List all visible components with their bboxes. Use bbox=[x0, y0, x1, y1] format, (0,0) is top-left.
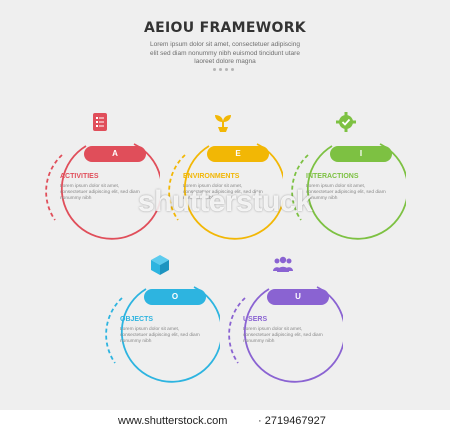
card-body-text: Lorem ipsum dolor sit amet, consectetuer… bbox=[306, 184, 386, 202]
card-objects: O OBJECTS Lorem ipsum dolor sit amet, co… bbox=[100, 253, 220, 403]
footer-image-id: · 2719467927 bbox=[258, 415, 326, 427]
card-body-text: Lorem ipsum dolor sit amet, consectetuer… bbox=[60, 184, 140, 202]
ring-outline bbox=[105, 286, 220, 383]
ring-outline bbox=[291, 143, 406, 240]
pagination-dots bbox=[213, 68, 239, 72]
watermark: shutterstuck bbox=[137, 185, 313, 218]
card-environments: E ENVIRONMENTS Lorem ipsum dolor sit ame… bbox=[163, 110, 283, 260]
letter-pill-a: A bbox=[84, 146, 146, 162]
card-heading: INTERACTIONS bbox=[306, 173, 359, 180]
ring-outline bbox=[45, 143, 160, 240]
footer-site: www.shutterstock.com bbox=[118, 415, 228, 427]
card-body-text: Lorem ipsum dolor sit amet, consectetuer… bbox=[120, 327, 200, 345]
card-users: U USERS Lorem ipsum dolor sit amet, cons… bbox=[223, 253, 343, 403]
card-heading: ENVIRONMENTS bbox=[183, 173, 240, 180]
footer-bar: www.shutterstock.com · 2719467927 bbox=[0, 410, 450, 432]
checklist-icon bbox=[93, 113, 107, 131]
letter-pill-e: E bbox=[207, 146, 269, 162]
card-heading: OBJECTS bbox=[120, 316, 154, 323]
letter-pill-i: I bbox=[330, 146, 392, 162]
users-group-icon bbox=[273, 256, 293, 272]
card-heading: USERS bbox=[243, 316, 268, 323]
card-body-text: Lorem ipsum dolor sit amet, consectetuer… bbox=[243, 327, 323, 345]
letter-pill-o: O bbox=[144, 289, 206, 305]
page-subtitle: Lorem ipsum dolor sit amet, consectetuer… bbox=[150, 41, 300, 65]
cube-icon bbox=[151, 255, 169, 275]
page-title: AEIOU FRAMEWORK bbox=[144, 20, 306, 36]
ring-outline bbox=[228, 286, 343, 383]
letter-pill-u: U bbox=[267, 289, 329, 305]
ring-outline bbox=[168, 143, 283, 240]
card-activities: A ACTIVITIES Lorem ipsum dolor sit amet,… bbox=[40, 110, 160, 260]
card-body-text: Lorem ipsum dolor sit amet, consectetuer… bbox=[183, 184, 263, 202]
infographic-canvas: AEIOU FRAMEWORK Lorem ipsum dolor sit am… bbox=[0, 0, 450, 410]
plant-icon bbox=[215, 115, 231, 132]
card-heading: ACTIVITIES bbox=[60, 173, 99, 180]
gear-check-icon bbox=[336, 112, 356, 132]
card-interactions: I INTERACTIONS Lorem ipsum dolor sit ame… bbox=[286, 110, 406, 260]
